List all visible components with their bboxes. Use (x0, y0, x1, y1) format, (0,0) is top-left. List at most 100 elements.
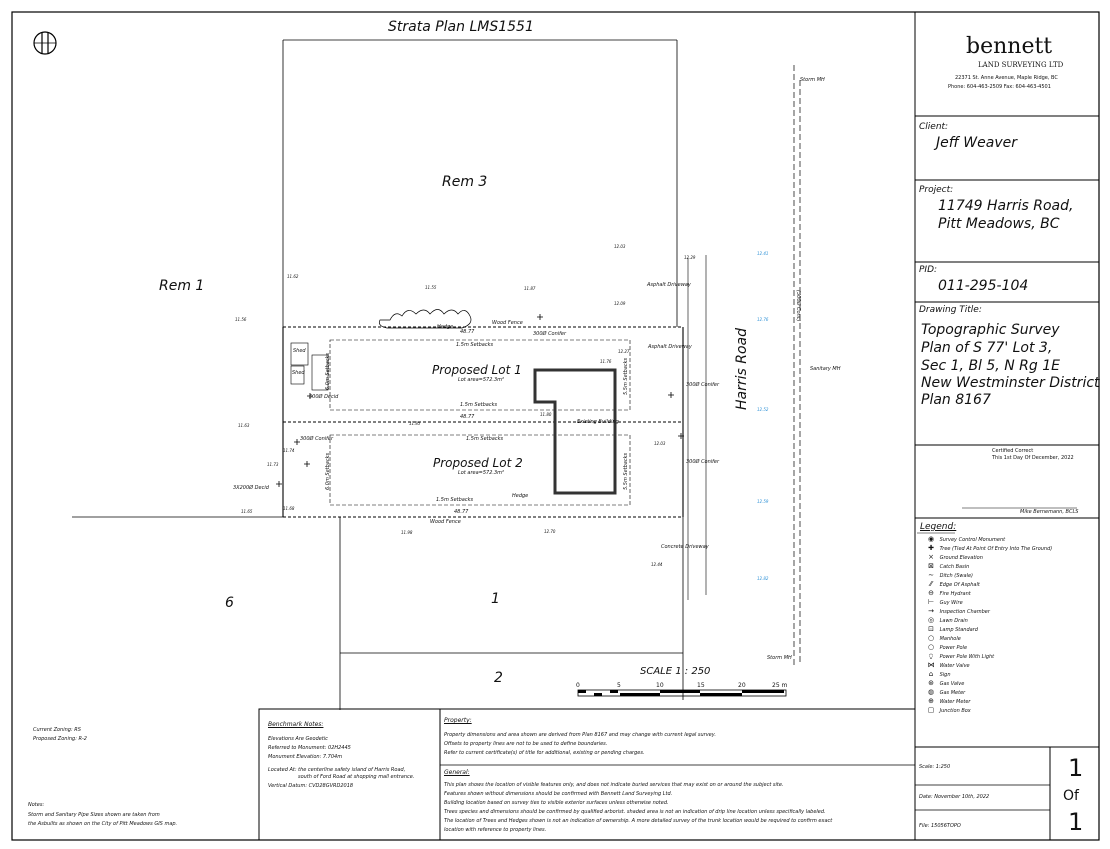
sanitary-mh-label: Sanitary MH (810, 366, 841, 372)
elevation-value: 11.76 (600, 359, 612, 364)
tree-label: 3X200Ø Decid (233, 485, 269, 491)
scale-label: Scale: 1:250 (919, 764, 951, 770)
lot2-label: 2 (494, 670, 503, 686)
scale-tick: 25 m (772, 682, 788, 689)
elevation-value: 11.98 (401, 530, 413, 535)
setback-label: 1.5m Setbacks (436, 497, 474, 503)
elevation-value: 12.27 (618, 349, 630, 354)
setback-label: 6.0m Setbacks (325, 352, 331, 390)
pid-label: PID: (919, 265, 938, 275)
setback-label: 1.5m Setbacks (456, 342, 494, 348)
proposed-lot1-area: Lot area=572.3m² (458, 377, 505, 383)
certified-line-2: This 1st Day Of December, 2022 (992, 455, 1074, 461)
lamp-standard-icon: ⊡ (928, 625, 934, 633)
proposed-lot1-title: Proposed Lot 1 (432, 363, 522, 377)
elevation-value: 11.73 (267, 462, 279, 467)
hedge-label: Hedge (512, 493, 529, 499)
legend-item: ✚ Tree (Tied At Point Of Entry Into The … (924, 544, 1052, 552)
project-line-2: Pitt Meadows, BC (938, 216, 1060, 232)
elevation-value: 11.68 (283, 506, 295, 511)
scale-tick: 0 (576, 682, 580, 689)
benchmark-line: Vertical Datum: CVD28GVRD2018 (268, 783, 354, 789)
pid-value: 011-295-104 (938, 278, 1029, 294)
legend-item: ⁄⁄ Edge Of Asphalt (924, 580, 980, 588)
scale-tick: 15 (697, 682, 705, 689)
survey-monument-icon: ◉ (927, 535, 935, 543)
legend-item: ∼ Ditch (Swale) (924, 571, 973, 579)
general-line: location with reference to property line… (444, 827, 547, 833)
property-lines (72, 39, 801, 710)
pipe-label: (300Ø Conc) (795, 290, 801, 322)
legend-item: ⊢ Guy Wire (924, 598, 963, 606)
elevation-value: 11.74 (283, 448, 295, 453)
benchmark-line: Elevations Are Geodetic (268, 736, 328, 742)
drawing-title-line: Sec 1, Bl 5, N Rg 1E (921, 358, 1060, 374)
sheet-total: 1 (1068, 808, 1084, 836)
north-arrow-icon (33, 31, 57, 55)
drawing-title-line: Plan of S 77' Lot 3, (921, 340, 1053, 356)
elevation-value: 12.44 (651, 562, 663, 567)
general-title: General: (444, 769, 470, 776)
guy-wire-icon: ⊢ (927, 598, 935, 606)
scale-tick: 10 (656, 682, 664, 689)
lot1-label: 1 (491, 591, 500, 607)
gas-meter-icon: ◍ (927, 688, 935, 696)
legend-item: ▢ Junction Box (924, 706, 971, 714)
legend-item: ◎ Lawn Drain (924, 616, 968, 624)
legend-item: ⊠ Catch Basin (924, 562, 969, 570)
elevation-value: 11.56 (235, 317, 247, 322)
tree-label: 300Ø Conifer (686, 382, 720, 388)
proposed-lot2-area: Lot area=572.3m² (458, 470, 505, 476)
company-logo: bennett (966, 34, 1053, 59)
elevation-value: 11.63 (238, 423, 250, 428)
pipe-notes-title: Notes: (28, 802, 45, 808)
general-line: Trees species and dimensions should be c… (444, 809, 826, 815)
elevation-value: 11.85 (409, 421, 421, 426)
elevation-value: 12.59 (757, 499, 769, 504)
asphalt-edge-icon: ⁄⁄ (929, 580, 933, 588)
elevation-value: 12.41 (757, 251, 769, 256)
elevation-value: 11.80 (540, 412, 552, 417)
driveway-label: Concrete Driveway (661, 544, 709, 550)
elevation-value: 11.55 (425, 285, 437, 290)
sign-icon: ⌂ (928, 670, 934, 678)
property-line: Offsets to property lines are not to be … (444, 741, 608, 747)
legend-item: ⌂ Sign (924, 670, 951, 678)
setback-label: 5.5m Setbacks (623, 357, 629, 395)
tree-icon: ✚ (928, 544, 934, 552)
property-line: Property dimensions and area shown are d… (444, 732, 716, 738)
dimension-label: 48.77 (460, 329, 475, 335)
benchmark-line: Located At: the centerline safety island… (268, 767, 406, 773)
elevation-value: 12.03 (614, 244, 626, 249)
pipe-notes-line: the Asbuilts as shown on the City of Pit… (28, 821, 178, 827)
fence-label: Wood Fence (492, 320, 523, 326)
ground-elevation-icon: × (928, 553, 934, 561)
power-pole-icon: ○ (927, 643, 935, 651)
legend-title: Legend: (920, 522, 957, 532)
general-line: The location of Trees and Hedges shown i… (444, 818, 833, 824)
general-line: This plan shows the location of visible … (444, 782, 784, 788)
tree-label: 300Ø Conifer (300, 436, 334, 442)
legend-item: ⊖ Fire Hydrant (924, 589, 971, 597)
setback-label: 6.0m Setbacks (325, 452, 331, 490)
lot6-label: 6 (225, 595, 234, 611)
client-label: Client: (919, 122, 949, 132)
elevation-value: 11.87 (524, 286, 536, 291)
strata-plan-label: Strata Plan LMS1551 (388, 19, 534, 35)
sheet-of: Of (1063, 788, 1079, 804)
legend-item: ⋈ Water Valve (924, 661, 970, 669)
catch-basin-icon: ⊠ (928, 562, 934, 570)
setback-label: 1.5m Setbacks (466, 436, 504, 442)
company-address: 22371 St. Anne Avenue, Maple Ridge, BC (955, 75, 1058, 81)
fence-label: Wood Fence (430, 519, 461, 525)
power-pole-light-icon: ⍜ (928, 652, 934, 660)
elevation-value: 12.70 (544, 529, 556, 534)
elevation-value: 12.03 (654, 441, 666, 446)
drawing-title-line: New Westminster District (921, 375, 1100, 391)
signature-name: Mike Bernemann, BCLS (1020, 509, 1079, 515)
current-zoning: Current Zoning: RS (33, 727, 81, 733)
drawing-title-line: Topographic Survey (921, 322, 1060, 338)
shed-label: Shed (293, 348, 306, 354)
hedge-label: Hedge (437, 324, 454, 330)
company-phone: Phone: 604-463-2509 Fax: 604-463-4501 (948, 84, 1051, 90)
